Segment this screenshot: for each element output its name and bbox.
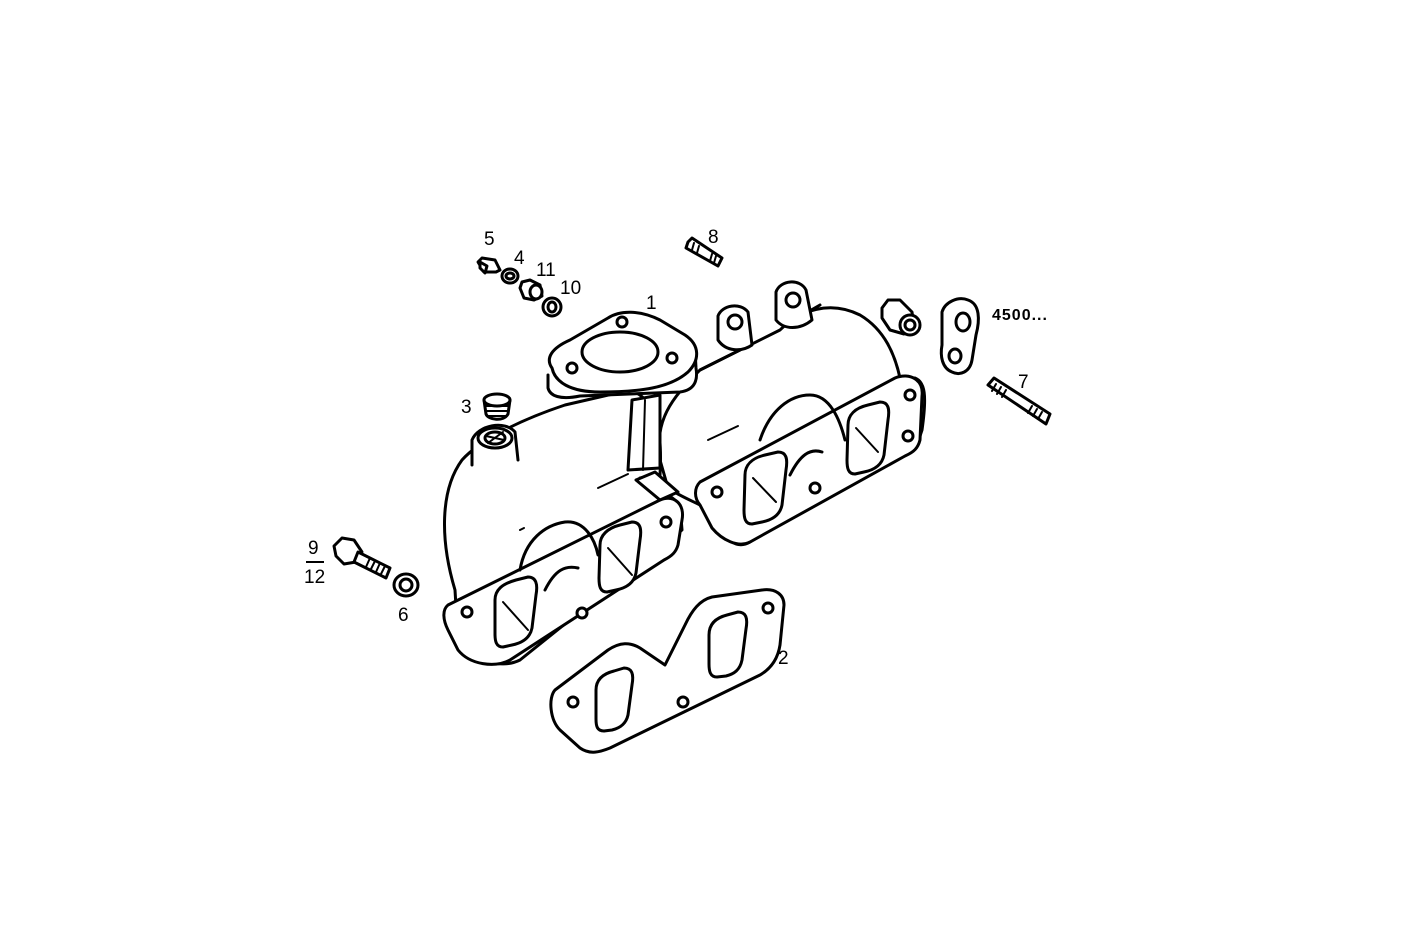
fastener-5 <box>476 256 502 275</box>
label-part-3: 3 <box>461 397 472 418</box>
label-part-11: 11 <box>536 260 556 281</box>
label-part-7: 7 <box>1018 372 1029 393</box>
nut-11 <box>518 278 544 302</box>
label-part-9: 9 <box>308 538 319 559</box>
manifold-right-section <box>657 280 927 547</box>
washer-4 <box>500 267 520 285</box>
label-part-5: 5 <box>484 229 495 250</box>
stud-7 <box>986 376 1052 426</box>
label-part-10: 10 <box>560 278 581 299</box>
label-part-2: 2 <box>778 648 789 669</box>
label-part-12: 12 <box>304 567 325 588</box>
bolt-9-12 <box>332 536 392 580</box>
label-part-8: 8 <box>708 227 719 248</box>
label-part-4: 4 <box>514 248 525 269</box>
washer-6 <box>392 572 420 598</box>
label-variant: 4500... <box>992 307 1048 324</box>
outlet-flange <box>546 310 699 472</box>
label-part-1: 1 <box>646 293 657 314</box>
adapter-plate <box>939 297 980 375</box>
plug <box>482 392 512 421</box>
nut-right <box>880 298 922 337</box>
manifold-left-section <box>442 388 685 666</box>
stud-8 <box>684 236 724 268</box>
washer-10 <box>541 296 563 318</box>
label-part-6: 6 <box>398 605 409 626</box>
gasket <box>549 588 786 754</box>
